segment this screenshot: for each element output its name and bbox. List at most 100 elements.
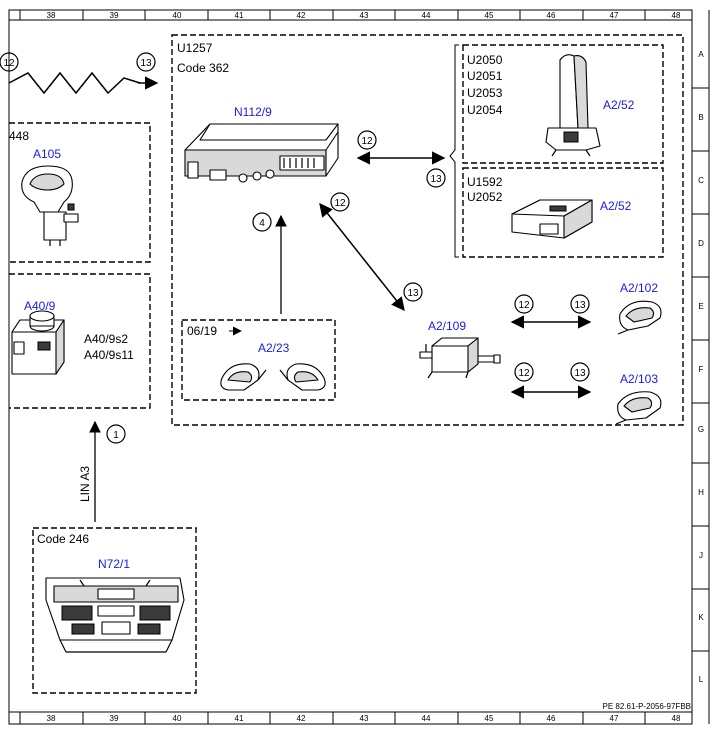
a40-9-label: A40/9 bbox=[24, 299, 56, 313]
column-label-43-top: 43 bbox=[360, 11, 369, 20]
callout-4: 4 bbox=[259, 218, 265, 229]
column-label-45-bottom: 45 bbox=[485, 714, 494, 723]
n72-1-overhead-control-panel-drawing bbox=[45, 577, 185, 653]
column-label-44-bottom: 44 bbox=[422, 714, 431, 723]
row-label-b: B bbox=[698, 113, 703, 122]
u2050-group-box bbox=[462, 44, 664, 164]
code-246-label: Code 246 bbox=[37, 532, 89, 546]
callout-1-circle bbox=[106, 424, 126, 444]
u1592-label: U1592 bbox=[467, 175, 503, 189]
column-label-43-bottom: 43 bbox=[360, 714, 369, 723]
callout-13-a2-102: 13 bbox=[574, 300, 586, 311]
link-n112-9-to-a2-109 bbox=[319, 202, 405, 312]
row-label-k: K bbox=[698, 613, 704, 622]
column-label-39-top: 39 bbox=[110, 11, 119, 20]
callout-13-diag: 13 bbox=[407, 288, 419, 299]
sheet-frame bbox=[8, 9, 710, 725]
a2-103-mirror-drawing bbox=[615, 391, 662, 425]
a2-109-label: A2/109 bbox=[428, 319, 466, 333]
callout-13-upper-circle bbox=[426, 168, 446, 188]
a40-9s11-label: A40/9s11 bbox=[84, 348, 134, 362]
callout-12-a2-102: 12 bbox=[518, 300, 530, 311]
a2-52-antenna-drawing bbox=[545, 54, 601, 157]
a2-52-module-drawing bbox=[511, 199, 593, 239]
group-bracket bbox=[449, 44, 459, 258]
callout-12-a2-102-circle bbox=[514, 294, 534, 314]
callout-13-a2-103-circle bbox=[570, 362, 590, 382]
column-label-47-bottom: 47 bbox=[610, 714, 619, 723]
a40-9s2-label: A40/9s2 bbox=[84, 332, 128, 346]
u2053-label: U2053 bbox=[467, 86, 503, 100]
u1592-group-box bbox=[462, 167, 664, 258]
column-label-42-bottom: 42 bbox=[297, 714, 306, 723]
callout-13-diag-circle bbox=[403, 282, 423, 302]
a2-52-top-label: A2/52 bbox=[603, 98, 635, 112]
column-label-41-top: 41 bbox=[235, 11, 244, 20]
u1257-label: U1257 bbox=[177, 41, 213, 55]
column-label-39-bottom: 39 bbox=[110, 714, 119, 723]
a2-23-left-mirror-drawing bbox=[220, 363, 267, 391]
row-label-l: L bbox=[699, 675, 704, 684]
row-label-e: E bbox=[698, 302, 703, 311]
column-label-46-bottom: 46 bbox=[547, 714, 556, 723]
a2-109-antenna-amplifier-drawing bbox=[419, 337, 501, 379]
bus-zigzag-line bbox=[8, 71, 141, 95]
callout-12-upper: 12 bbox=[361, 136, 373, 147]
row-label-c: C bbox=[698, 176, 704, 185]
row-label-h: H bbox=[698, 488, 704, 497]
column-label-41-bottom: 41 bbox=[235, 714, 244, 723]
callout-4-circle bbox=[252, 212, 272, 232]
row-label-f: F bbox=[699, 365, 704, 374]
row-label-d: D bbox=[698, 239, 704, 248]
callout-12-a2-103: 12 bbox=[518, 368, 530, 379]
column-label-45-top: 45 bbox=[485, 11, 494, 20]
callout-12-diag: 12 bbox=[334, 198, 346, 209]
callout-13-a2-103: 13 bbox=[574, 368, 586, 379]
code-362-label: Code 362 bbox=[177, 61, 229, 75]
n72-1-label: N72/1 bbox=[98, 557, 130, 571]
u2051-label: U2051 bbox=[467, 69, 503, 83]
a105-group-box bbox=[9, 122, 151, 263]
document-reference: PE 82.61-P-2056-97FBB bbox=[603, 702, 692, 711]
column-label-40-top: 40 bbox=[173, 11, 182, 20]
column-label-48-bottom: 48 bbox=[672, 714, 681, 723]
column-label-38-bottom: 38 bbox=[47, 714, 56, 723]
column-label-42-top: 42 bbox=[297, 11, 306, 20]
column-label-47-top: 47 bbox=[610, 11, 619, 20]
a105-gear-selector-drawing bbox=[21, 165, 79, 246]
n112-9-label: N112/9 bbox=[234, 105, 272, 119]
callout-13-topleft-circle bbox=[136, 52, 156, 72]
row-label-a: A bbox=[698, 50, 704, 59]
callout-13-upper: 13 bbox=[430, 174, 442, 185]
a2-23-group-box bbox=[181, 319, 336, 401]
a2-52-bottom-label: A2/52 bbox=[600, 199, 632, 213]
callout-12-upper-circle bbox=[357, 130, 377, 150]
column-label-44-top: 44 bbox=[422, 11, 431, 20]
a40-9-controller-drawing bbox=[11, 310, 65, 375]
row-dividers bbox=[692, 87, 709, 652]
n448-label: 448 bbox=[9, 129, 29, 143]
callout-13-a2-102-circle bbox=[570, 294, 590, 314]
column-dividers bbox=[19, 10, 646, 724]
n112-9-control-unit-drawing bbox=[184, 123, 339, 183]
a2-23-label: A2/23 bbox=[258, 341, 290, 355]
column-label-40-bottom: 40 bbox=[173, 714, 182, 723]
code-362-group-box bbox=[171, 34, 684, 426]
a2-23-right-mirror-drawing bbox=[279, 363, 326, 391]
a105-label: A105 bbox=[33, 147, 61, 161]
callout-1: 1 bbox=[113, 430, 119, 441]
callout-13-topleft: 13 bbox=[140, 58, 152, 69]
a2-102-label: A2/102 bbox=[620, 281, 658, 295]
a2-103-label: A2/103 bbox=[620, 372, 658, 386]
callout-12-a2-103-circle bbox=[514, 362, 534, 382]
callout-12-topleft-circle bbox=[0, 52, 19, 72]
callout-12-diag-circle bbox=[330, 192, 350, 212]
row-label-g: G bbox=[698, 425, 704, 434]
u2052-label: U2052 bbox=[467, 190, 503, 204]
date-06-19-label: 06/19 bbox=[187, 324, 217, 338]
column-label-48-top: 48 bbox=[672, 11, 681, 20]
column-label-38-top: 38 bbox=[47, 11, 56, 20]
u2050-label: U2050 bbox=[467, 53, 503, 67]
a40-9-group-box bbox=[9, 273, 151, 409]
